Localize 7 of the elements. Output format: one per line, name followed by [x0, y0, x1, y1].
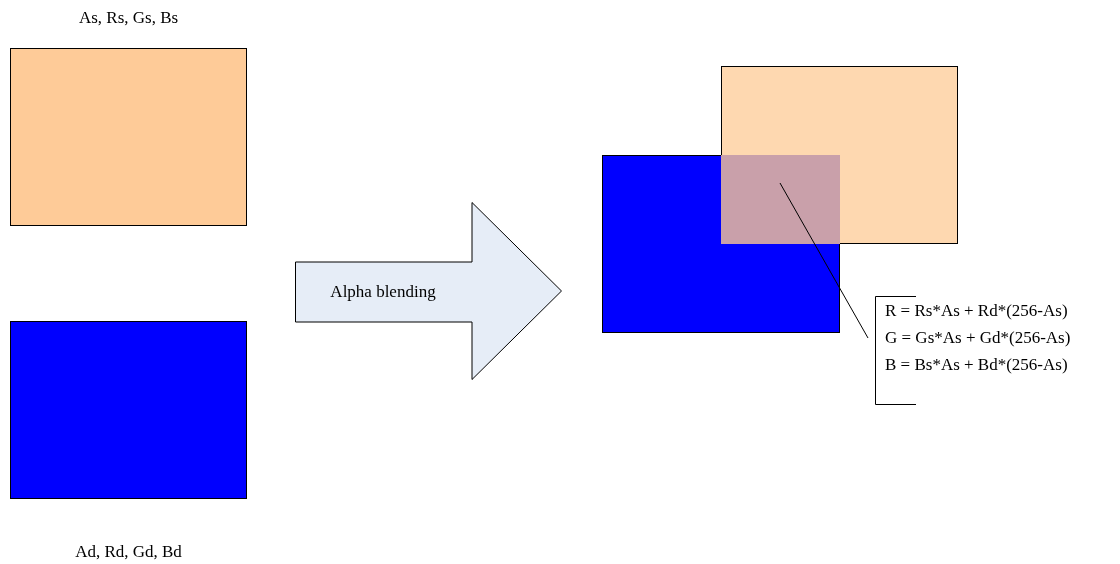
leader-line	[779, 182, 869, 339]
rectangle-label: As, Rs, Gs, Bs	[78, 8, 179, 28]
arrow-label: Alpha blending	[330, 282, 436, 302]
rectangle-label: Ad, Rd, Gd, Bd	[75, 542, 182, 562]
formula-text: B = Bs*As + Bd*(256-As)	[885, 355, 1068, 375]
formula-text: R = Rs*As + Rd*(256-As)	[885, 301, 1068, 321]
formula-text: G = Gs*As + Gd*(256-As)	[885, 328, 1071, 348]
